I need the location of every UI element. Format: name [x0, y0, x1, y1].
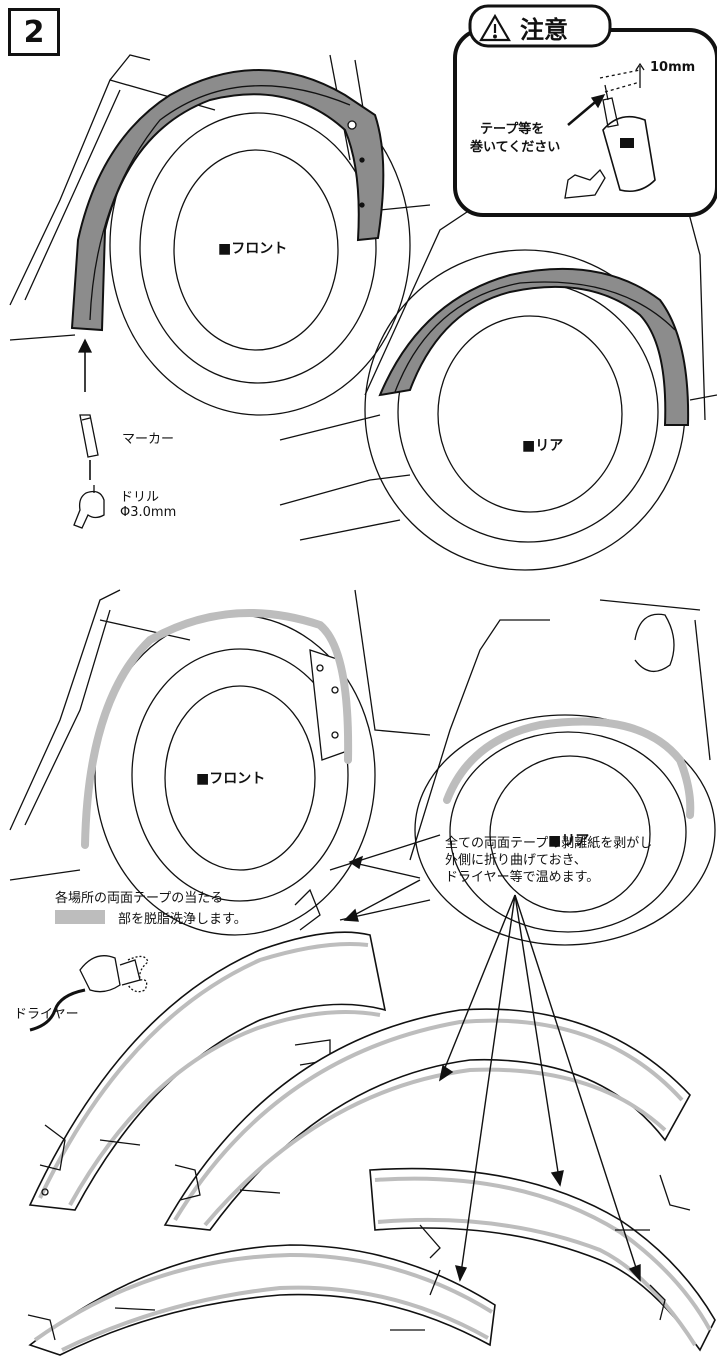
rear-degrease-stripe — [443, 717, 695, 819]
front-degrease-stripe — [81, 609, 353, 849]
degrease-note-line1: 各場所の両面テープの当たる — [55, 891, 224, 906]
instruction-line2: 外側に折り曲げておき、 — [445, 853, 587, 868]
step-number: 2 — [8, 8, 60, 56]
middle-rear-tire — [414, 714, 716, 946]
marker-label: マーカー — [122, 432, 175, 447]
fender-part-1 — [28, 888, 387, 1211]
drill-icon — [73, 490, 105, 529]
fender-part-4 — [27, 1244, 496, 1356]
rear-fender — [378, 267, 690, 426]
drill-label: ドリル — [120, 490, 160, 505]
top-rear-label: ■リア — [522, 438, 564, 454]
glue-bottle-icon — [602, 115, 656, 193]
instruction-line1: 全ての両面テープの剥離紙を剥がし — [445, 836, 653, 851]
middle-front-illustration — [9, 589, 431, 936]
warning-icon — [479, 13, 511, 42]
dryer-label: ドライヤー — [14, 1007, 79, 1022]
drill-size: Φ3.0mm — [120, 505, 177, 520]
fender-part-3 — [369, 1167, 716, 1352]
middle-front-label: ■フロント — [196, 771, 266, 787]
top-rear-illustration — [279, 179, 717, 571]
degrease-swatch — [55, 910, 105, 924]
caution-title: 注意 — [520, 16, 568, 44]
caution-tape-note-line2: 巻いてください — [470, 140, 561, 155]
instruction-arrows — [343, 855, 641, 1282]
caution-callout — [453, 4, 717, 217]
degrease-note-line2: 部を脱脂洗浄します。 — [118, 912, 247, 927]
middle-rear-label: ■リア — [548, 833, 590, 849]
fender-part-2 — [163, 1008, 691, 1231]
instruction-line3: ドライヤー等で温めます。 — [445, 870, 600, 885]
front-fender — [70, 69, 385, 332]
caution-tape-note-line1: テープ等を — [480, 122, 545, 137]
middle-rear-illustration — [329, 599, 716, 946]
caution-dimension: 10mm — [650, 60, 696, 75]
top-front-illustration — [9, 54, 431, 416]
dryer-illustration — [29, 955, 149, 1032]
marker-icon — [79, 414, 99, 458]
marker-drill-steps — [73, 338, 105, 529]
top-front-label: ■フロント — [218, 241, 288, 257]
caution-title-box — [468, 4, 612, 48]
